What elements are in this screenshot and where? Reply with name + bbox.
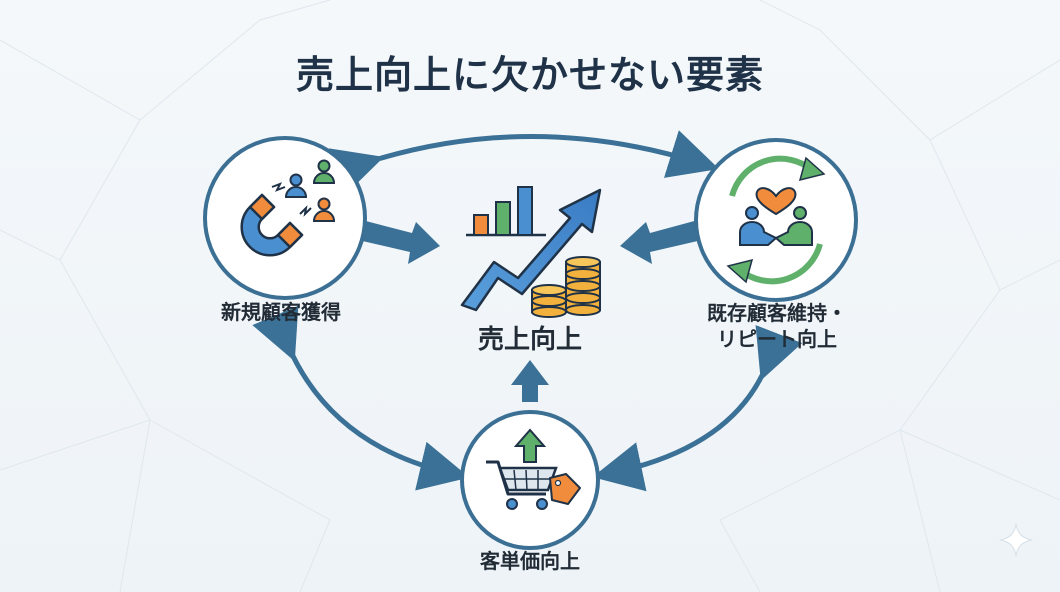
page-title: 売上向上に欠かせない要素: [295, 53, 764, 97]
arrow-unitprice-to-center: [511, 360, 549, 402]
node-circle-retention: [694, 138, 858, 302]
handshake-cycle-icon: [726, 155, 826, 285]
cart-price-tag-icon: [486, 428, 581, 510]
coin-stack: [531, 256, 601, 318]
sparkle-icon: [999, 523, 1033, 557]
node-label-acquisition: 新規顧客獲得: [221, 300, 341, 324]
node-label-retention-line1: 既存顧客維持・: [707, 301, 847, 325]
arrow-retention-unitprice: [592, 324, 803, 492]
arrow-acquisition-to-center: [358, 220, 440, 264]
arrow-acquisition-unitprice: [252, 305, 470, 491]
node-label-retention-line2: リピート向上: [717, 327, 837, 351]
node-label-center: 売上向上: [477, 325, 582, 355]
magnet-people-icon: [240, 159, 336, 257]
node-label-retention: 既存顧客維持・ リピート向上: [682, 300, 872, 352]
arrow-acquisition-retention: [328, 130, 720, 196]
node-circle-acquisition: [203, 136, 367, 300]
arrow-retention-to-center: [620, 220, 702, 264]
growth-chart-coins-icon: [460, 186, 602, 318]
node-label-unit-price: 客単価向上: [480, 549, 580, 573]
